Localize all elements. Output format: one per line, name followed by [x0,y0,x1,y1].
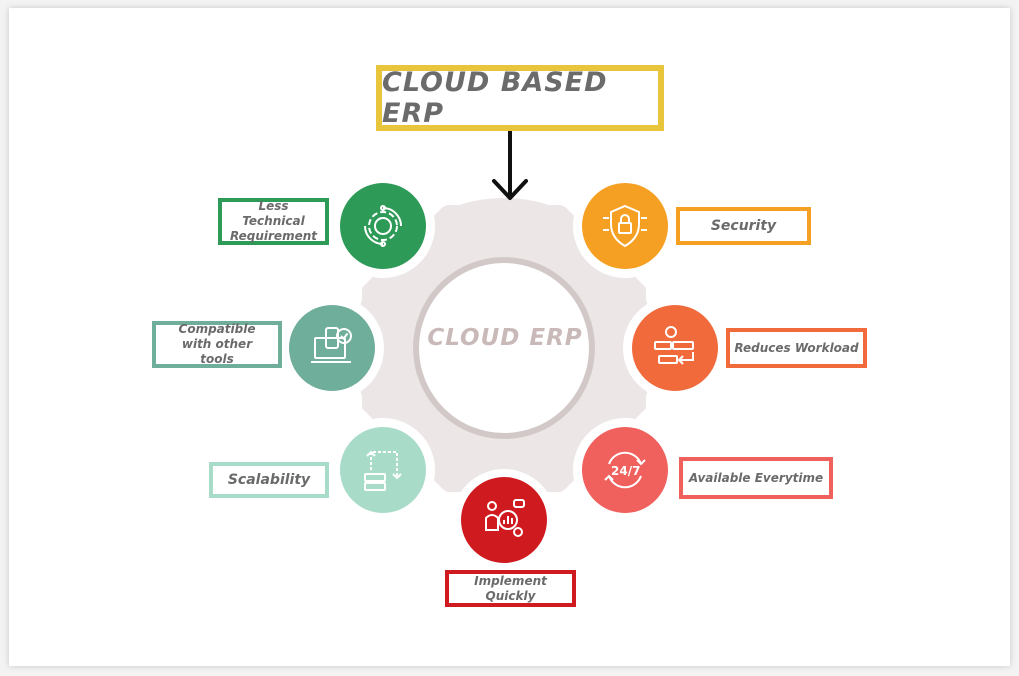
svg-text:24/7: 24/7 [611,464,640,478]
label-available: Available Everytime [679,457,833,499]
workflow-icon [632,305,718,391]
label-workload: Reduces Workload [726,328,867,368]
label-security: Security [676,207,811,245]
down-arrow-icon [492,129,528,200]
label-less-technical: Less Technical Requirement [218,198,329,245]
label-compatible: Compatible with other tools [152,321,282,368]
24-7-icon: 24/7 [582,427,668,513]
diagram-title: CLOUD BASED ERP [382,67,608,129]
shield-lock-icon [582,183,668,269]
title-box: CLOUD BASED ERP [376,65,664,131]
center-label: CLOUD ERP [427,325,583,351]
analyst-icon [461,477,547,563]
label-scalability: Scalability [209,462,329,498]
gear-icon [340,183,426,269]
laptop-sync-icon [289,305,375,391]
server-scale-icon [340,427,426,513]
label-implement: Implement Quickly [445,570,576,607]
